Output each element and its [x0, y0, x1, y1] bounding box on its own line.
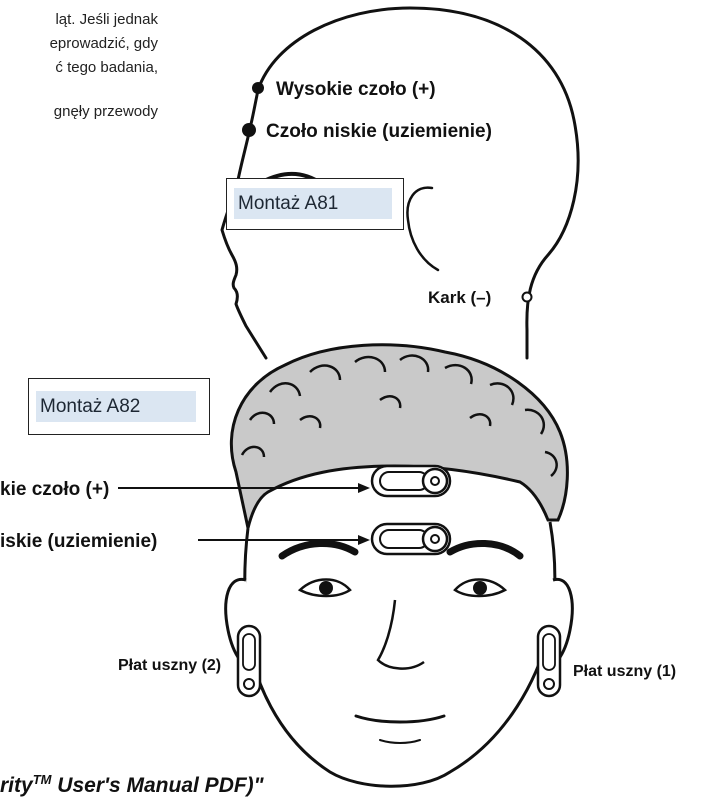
- electrode-ear-right: [538, 626, 560, 696]
- electrode-high-forehead-front: [372, 466, 450, 496]
- electrode-neck: [523, 293, 532, 302]
- montage-a82-title: Montaż A82: [36, 391, 196, 422]
- electrode-high-forehead-profile: [252, 82, 264, 94]
- montage-a81-box: Montaż A81: [226, 178, 404, 230]
- label-ear-left: Płat uszny (2): [118, 657, 221, 674]
- label-ear-right: Płat uszny (1): [573, 663, 676, 680]
- source-caption: rityTM User's Manual PDF)": [0, 772, 264, 798]
- caption-prefix: rity: [0, 774, 33, 797]
- montage-a81-title: Montaż A81: [234, 188, 392, 219]
- electrode-low-forehead-profile: [242, 123, 256, 137]
- caption-trademark: TM: [33, 772, 52, 787]
- label-high-forehead-front: kie czoło (+): [0, 479, 109, 500]
- electrode-ear-left: [238, 626, 260, 696]
- frontal-head-drawing: [226, 345, 573, 786]
- label-neck: Kark (–): [428, 288, 491, 307]
- label-low-forehead: Czoło niskie (uziemienie): [266, 121, 492, 142]
- electrode-low-forehead-front: [372, 524, 450, 554]
- caption-suffix: User's Manual PDF)": [51, 774, 263, 797]
- montage-a82-box: Montaż A82: [28, 378, 210, 435]
- label-low-forehead-front: iskie (uziemienie): [0, 531, 157, 552]
- label-high-forehead: Wysokie czoło (+): [276, 79, 436, 100]
